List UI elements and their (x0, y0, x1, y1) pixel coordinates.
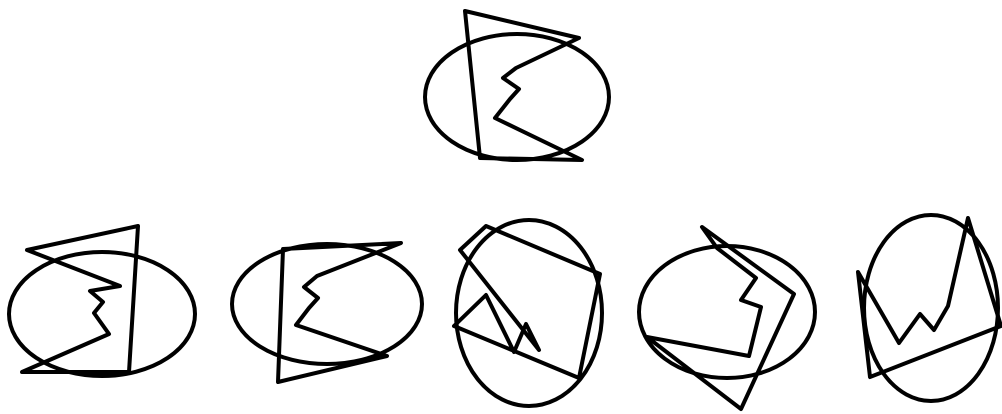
option-1-triangle (22, 226, 138, 372)
option-figure-1[interactable] (9, 226, 195, 376)
option-figure-4[interactable] (639, 227, 815, 409)
option-1-ellipse (9, 252, 195, 376)
option-2-ellipse (232, 244, 422, 364)
target-figure (425, 11, 609, 160)
option-figure-5[interactable] (858, 215, 1001, 401)
option-4-ellipse (639, 246, 815, 378)
option-figure-2[interactable] (232, 243, 422, 382)
target-ellipse (425, 34, 609, 160)
option-figure-3[interactable] (454, 220, 602, 406)
